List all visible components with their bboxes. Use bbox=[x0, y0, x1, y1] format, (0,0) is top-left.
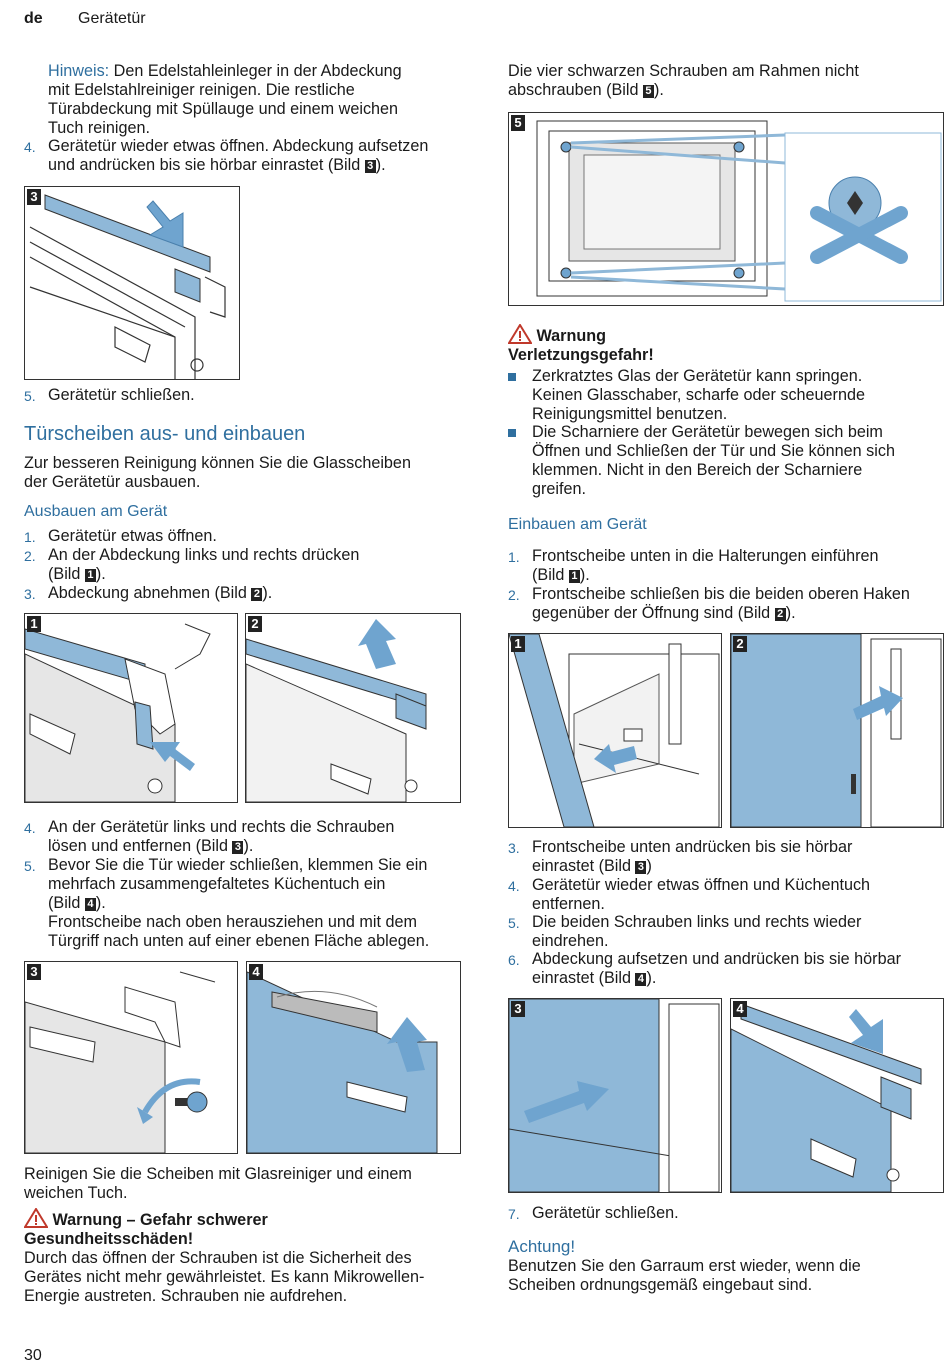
figure-press-glass: 3 bbox=[508, 998, 722, 1193]
step-text: Bevor Sie die Tür wieder schließen, klem… bbox=[48, 856, 430, 950]
figure-frame-screws: 5 bbox=[508, 112, 944, 306]
figure-ref: 1 bbox=[84, 569, 96, 582]
step-number: 1. bbox=[24, 529, 36, 545]
step-text: Gerätetür schließen. bbox=[532, 1204, 679, 1222]
hint-text: Türabdeckung mit Spüllauge und einem wei… bbox=[48, 100, 399, 118]
figure-label: 3 bbox=[27, 964, 41, 980]
hint-text: mit Edelstahlreiniger reinigen. Die rest… bbox=[48, 81, 355, 99]
figure-ref: 2 bbox=[774, 608, 786, 621]
figure-ref: 3 bbox=[364, 160, 376, 173]
figure-insert-glass: 1 bbox=[508, 633, 722, 828]
step-text: Die beiden Schrauben links und rechts wi… bbox=[532, 913, 862, 950]
warning-subtitle: Verletzungsgefahr! bbox=[508, 346, 654, 364]
step-number: 3. bbox=[24, 586, 36, 602]
figure-ref: 4 bbox=[84, 898, 96, 911]
step-text: An der Abdeckung links und rechts drücke… bbox=[48, 546, 360, 583]
figure-ref: 3 bbox=[232, 841, 244, 854]
step-text: Gerätetür wieder etwas öffnen und Küchen… bbox=[532, 876, 871, 913]
step-text: Gerätetür schließen. bbox=[48, 386, 195, 404]
step-number: 5. bbox=[508, 915, 520, 931]
figure-label: 3 bbox=[27, 189, 41, 205]
step-number: 6. bbox=[508, 952, 520, 968]
page-header-title: Gerätetür bbox=[78, 10, 146, 27]
bullet-text: Die Scharniere der Gerätetür bewegen sic… bbox=[532, 423, 895, 498]
step-text: Frontscheibe unten andrücken bis sie hör… bbox=[532, 838, 853, 875]
figure-label: 1 bbox=[27, 616, 41, 632]
warning-health-block: Warnung – Gefahr schwerer Gesundheitssch… bbox=[23, 1207, 464, 1306]
warning-title: Warnung bbox=[536, 327, 607, 345]
subsection-title: Einbauen am Gerät bbox=[508, 516, 647, 533]
step-number: 7. bbox=[508, 1206, 520, 1222]
bullet-icon bbox=[508, 429, 516, 437]
step-number: 2. bbox=[24, 548, 36, 564]
language-code: de bbox=[24, 10, 43, 27]
bullet-icon bbox=[508, 373, 516, 381]
figure-label: 1 bbox=[511, 636, 525, 652]
figure-label: 3 bbox=[511, 1001, 525, 1017]
figure-label: 4 bbox=[249, 964, 263, 980]
step-number: 3. bbox=[508, 840, 520, 856]
figure-label: 4 bbox=[733, 1001, 747, 1017]
subsection-title: Ausbauen am Gerät bbox=[24, 503, 168, 520]
step-text: Gerätetür wieder etwas öffnen. Abdeckung… bbox=[48, 137, 429, 174]
step-text: Frontscheibe schließen bis die beiden ob… bbox=[532, 585, 910, 622]
step-text: Frontscheibe unten in die Halterungen ei… bbox=[532, 547, 879, 584]
attention-title: Achtung! bbox=[508, 1237, 576, 1256]
warning-triangle-icon bbox=[507, 323, 533, 344]
attention-text: Benutzen Sie den Garraum erst wieder, we… bbox=[508, 1257, 861, 1294]
figure-label: 5 bbox=[511, 115, 525, 131]
figure-label: 2 bbox=[248, 616, 262, 632]
section-title: Türscheiben aus- und einbauen bbox=[24, 423, 306, 445]
figure-ref: 4 bbox=[635, 973, 647, 986]
section-intro: Zur besseren Reinigung können Sie die Gl… bbox=[24, 454, 411, 491]
figure-towel-pull-glass: 4 bbox=[246, 961, 461, 1154]
step-number: 5. bbox=[24, 388, 36, 404]
step-number: 4. bbox=[24, 139, 36, 155]
figure-attach-cover: 4 bbox=[730, 998, 944, 1193]
hint-text: Tuch reinigen. bbox=[48, 119, 150, 137]
cleaning-note: Reinigen Sie die Scheiben mit Glasreinig… bbox=[24, 1165, 412, 1202]
bullet-text: Zerkratztes Glas der Gerätetür kann spri… bbox=[532, 367, 865, 423]
warning-injury-block: Warnung Verletzungsgefahr! bbox=[507, 323, 938, 365]
step-text: Gerätetür etwas öffnen. bbox=[48, 527, 217, 545]
step-number: 1. bbox=[508, 549, 520, 565]
step-number: 4. bbox=[508, 878, 520, 894]
step-number: 4. bbox=[24, 820, 36, 836]
step-text: Abdeckung aufsetzen und andrücken bis si… bbox=[532, 950, 901, 987]
figure-ref: 1 bbox=[568, 570, 580, 583]
figure-ref: 2 bbox=[251, 588, 263, 601]
hint-block: Hinweis: Den Edelstahleinleger in der Ab… bbox=[48, 62, 468, 138]
step-text: An der Gerätetür links und rechts die Sc… bbox=[48, 818, 395, 855]
figure-ref: 5 bbox=[642, 85, 654, 98]
figure-remove-cover: 2 bbox=[245, 613, 461, 803]
step-text: Abdeckung abnehmen (Bild 2). bbox=[48, 584, 273, 602]
warning-title: Warnung – Gefahr schwerer bbox=[52, 1211, 268, 1229]
figure-press-cover: 1 bbox=[24, 613, 238, 803]
figure-ref: 3 bbox=[635, 861, 647, 874]
figure-remove-screws: 3 bbox=[24, 961, 238, 1154]
screws-note: Die vier schwarzen Schrauben am Rahmen n… bbox=[508, 62, 859, 99]
figure-label: 2 bbox=[733, 636, 747, 652]
step-number: 2. bbox=[508, 587, 520, 603]
step-number: 5. bbox=[24, 858, 36, 874]
hint-label: Hinweis: bbox=[48, 62, 110, 80]
hint-text: Den Edelstahleinleger in der Abdeckung bbox=[109, 62, 402, 80]
warning-triangle-icon bbox=[23, 1207, 49, 1228]
figure-close-glass: 2 bbox=[730, 633, 944, 828]
page-number: 30 bbox=[24, 1347, 42, 1364]
warning-subtitle: Gesundheitsschäden! bbox=[24, 1230, 194, 1248]
figure-cover-attach: 3 bbox=[24, 186, 240, 380]
